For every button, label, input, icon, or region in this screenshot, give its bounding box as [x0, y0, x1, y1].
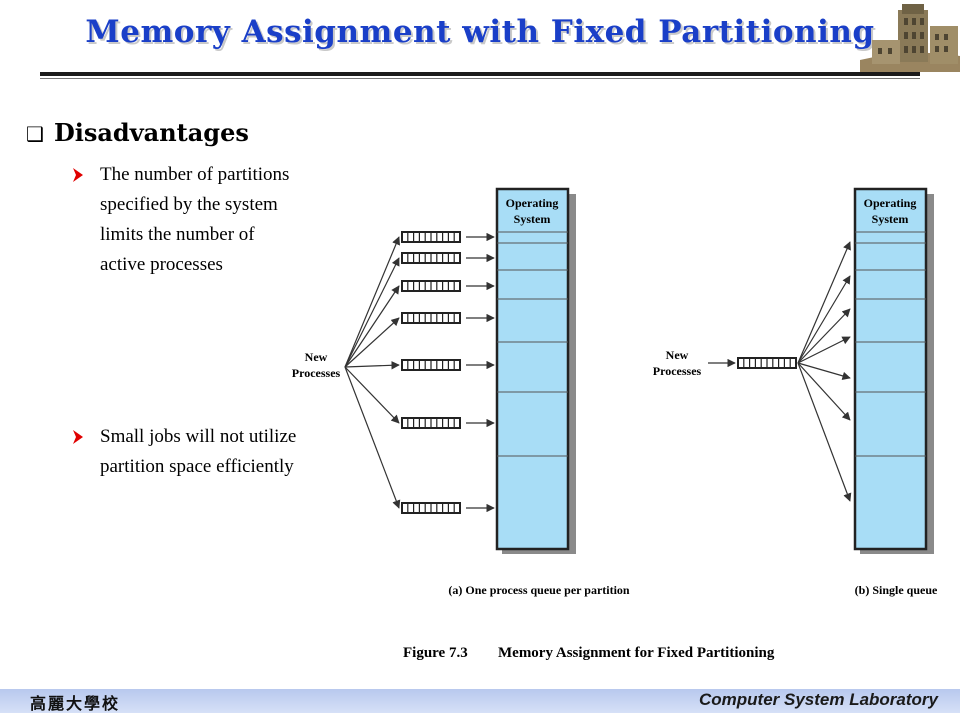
chevron-right-icon	[73, 168, 83, 182]
footer-university-name: 高麗大學校	[30, 694, 121, 713]
process-queue	[737, 357, 797, 369]
process-queue	[401, 417, 461, 429]
new-process-arrow	[344, 361, 400, 370]
memory-column-a: Operating System	[495, 187, 576, 554]
os-label-line: System	[872, 212, 909, 226]
new-process-arrow	[344, 366, 401, 509]
caption-a: (a) One process queue per partition	[448, 583, 630, 597]
process-queue	[401, 252, 461, 264]
process-queue	[401, 280, 461, 292]
process-queue	[401, 502, 461, 514]
queue-to-partition-arrow	[797, 362, 851, 421]
queue-arrows-b	[708, 241, 852, 502]
new-process-arrow	[344, 257, 400, 368]
new-process-arrow	[344, 317, 400, 368]
new-processes-label-b: Processes	[653, 364, 702, 378]
queue-to-partition-arrow	[797, 241, 851, 364]
memory-column-b: Operating System	[853, 187, 934, 554]
footer-lab-name: Computer System Laboratory	[699, 690, 938, 709]
queue-to-partition-arrow	[797, 362, 852, 502]
heading-text: Disadvantages	[53, 118, 249, 147]
new-process-arrow	[344, 236, 400, 368]
figure-caption-title: Memory Assignment for Fixed Partitioning	[498, 645, 775, 661]
new-process-arrow	[344, 366, 400, 424]
os-label-line: Operating	[864, 196, 917, 210]
process-queues-a	[401, 231, 461, 514]
new-process-arrow	[344, 285, 400, 368]
queue-to-partition-arrow	[797, 336, 851, 364]
slide-title: Memory Assignment with Fixed Partitionin…	[85, 14, 875, 50]
queue-to-partition-arrow	[797, 275, 851, 364]
new-processes-label-b: New	[666, 348, 689, 362]
new-processes-label-a: New	[305, 350, 328, 364]
process-queue	[401, 231, 461, 243]
title-underline	[40, 72, 920, 76]
figure-caption-number: Figure 7.3	[403, 645, 468, 661]
footer-bar: 高麗大學校 Computer System Laboratory	[0, 689, 960, 713]
title-underline-thin	[40, 78, 920, 79]
bullet-line: limits the number of	[100, 224, 255, 245]
os-label-line: Operating	[506, 196, 559, 210]
bullet-line: Small jobs will not utilize	[100, 426, 297, 447]
bullet-line: specified by the system	[100, 194, 278, 215]
process-queue	[401, 359, 461, 371]
university-building-logo	[860, 4, 960, 72]
chevron-right-icon	[73, 430, 83, 444]
heading-disadvantages: ❑ Disadvantages	[26, 118, 249, 147]
queue-arrows-a	[344, 232, 495, 513]
checkbox-bullet-icon: ❑	[26, 122, 44, 146]
bullet-line: The number of partitions	[100, 164, 290, 185]
caption-b: (b) Single queue	[855, 583, 938, 597]
bullet-line: partition space efficiently	[100, 456, 294, 477]
process-queue	[401, 312, 461, 324]
bullet-line: active processes	[100, 254, 223, 275]
new-processes-label-a: Processes	[292, 366, 341, 380]
queue-to-partition-arrow	[797, 308, 851, 364]
queue-to-partition-arrow	[797, 362, 851, 380]
process-queue-b	[737, 357, 797, 369]
os-label-line: System	[514, 212, 551, 226]
